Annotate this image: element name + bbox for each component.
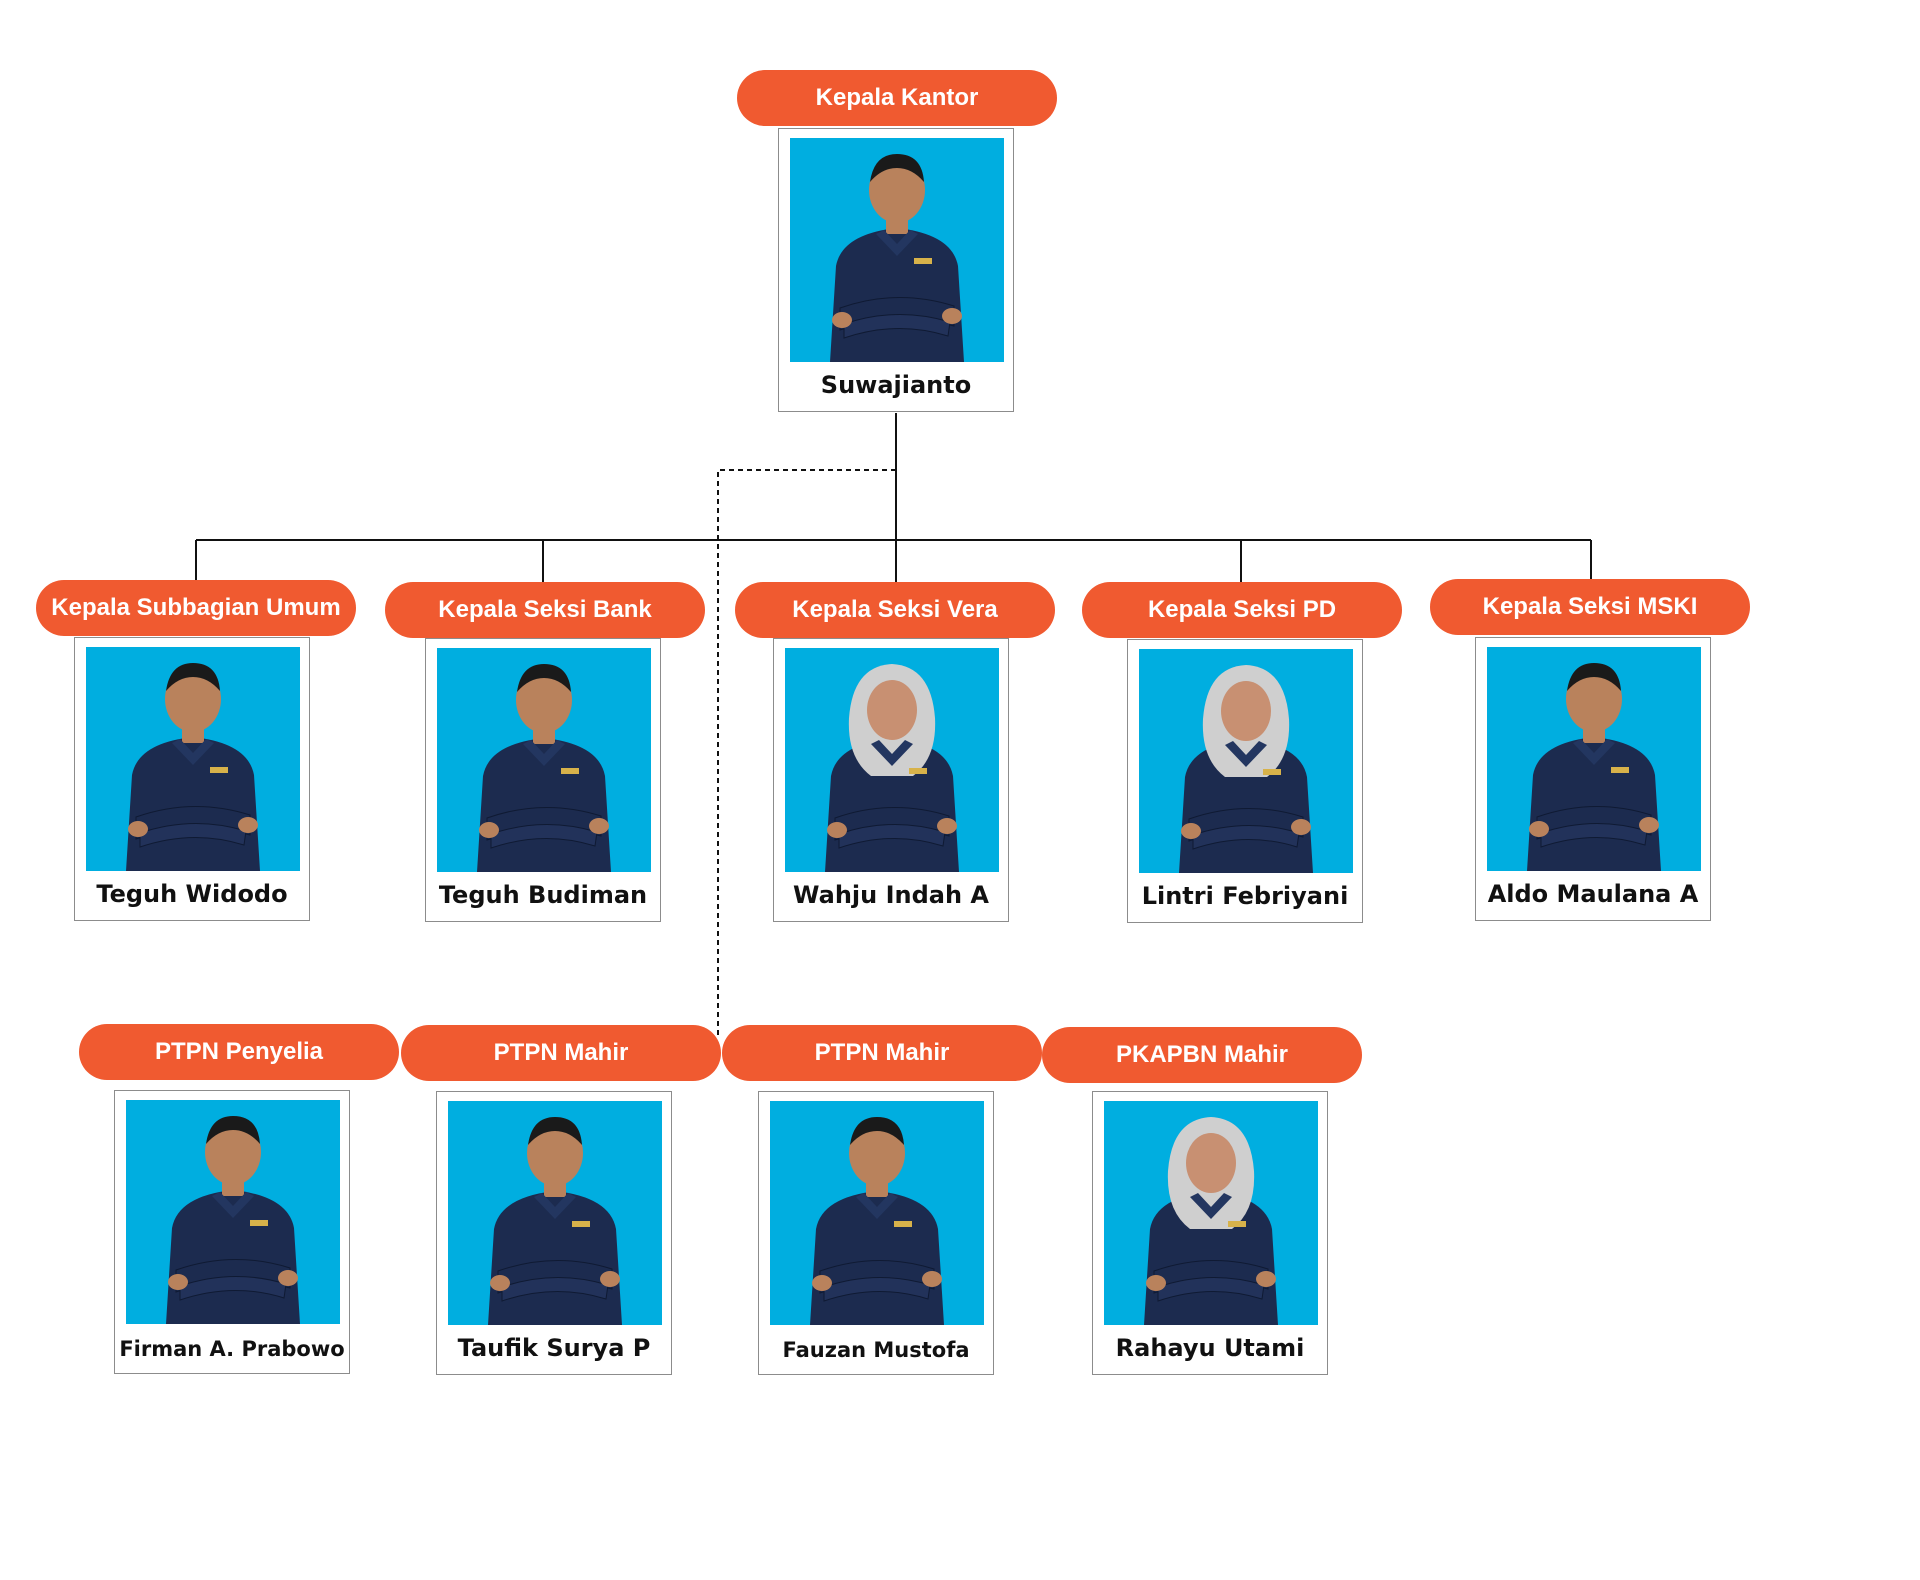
person-name: Teguh Budiman — [438, 881, 648, 909]
person-name: Firman A. Prabowo — [119, 1337, 345, 1361]
person-name: Rahayu Utami — [1115, 1334, 1305, 1362]
role-pill-seksi-vera: Kepala Seksi Vera — [735, 582, 1055, 638]
photo — [790, 138, 1004, 362]
photo — [1104, 1101, 1318, 1325]
person-photo-icon — [825, 664, 959, 872]
person-photo-icon — [126, 663, 260, 871]
person-card-pkapbn-mahir: Rahayu Utami — [1092, 1091, 1328, 1375]
role-pill-ptpn-penyelia: PTPN Penyelia — [79, 1024, 399, 1080]
person-photo-icon — [1144, 1117, 1278, 1325]
person-card-subbagian-umum: Teguh Widodo — [74, 637, 310, 921]
role-pill-ptpn-mahir-1: PTPN Mahir — [401, 1025, 721, 1081]
person-photo-icon — [1527, 663, 1661, 871]
person-photo-icon — [1179, 665, 1313, 873]
person-card-kepala-kantor: Suwajianto — [778, 128, 1014, 412]
photo — [785, 648, 999, 872]
photo — [126, 1100, 340, 1324]
person-card-ptpn-mahir-1: Taufik Surya P — [436, 1091, 672, 1375]
photo — [86, 647, 300, 871]
photo — [1487, 647, 1701, 871]
person-name: Fauzan Mustofa — [782, 1338, 970, 1362]
photo — [448, 1101, 662, 1325]
person-name: Teguh Widodo — [96, 880, 288, 908]
person-card-seksi-pd: Lintri Febriyani — [1127, 639, 1363, 923]
role-pill-subbagian-umum: Kepala Subbagian Umum — [36, 580, 356, 636]
role-pill-pkapbn-mahir: PKAPBN Mahir — [1042, 1027, 1362, 1083]
person-name: Taufik Surya P — [457, 1334, 651, 1362]
person-name: Lintri Febriyani — [1141, 882, 1349, 910]
person-card-seksi-vera: Wahju Indah A — [773, 638, 1009, 922]
person-card-seksi-mski: Aldo Maulana A — [1475, 637, 1711, 921]
person-card-seksi-bank: Teguh Budiman — [425, 638, 661, 922]
photo — [437, 648, 651, 872]
person-photo-icon — [810, 1117, 944, 1325]
person-photo-icon — [830, 154, 964, 362]
role-pill-seksi-bank: Kepala Seksi Bank — [385, 582, 705, 638]
person-name: Suwajianto — [820, 371, 972, 399]
person-photo-icon — [166, 1116, 300, 1324]
photo — [1139, 649, 1353, 873]
person-name: Wahju Indah A — [793, 881, 989, 909]
role-pill-kepala-kantor: Kepala Kantor — [737, 70, 1057, 126]
person-card-ptpn-mahir-2: Fauzan Mustofa — [758, 1091, 994, 1375]
role-pill-ptpn-mahir-2: PTPN Mahir — [722, 1025, 1042, 1081]
photo — [770, 1101, 984, 1325]
person-name: Aldo Maulana A — [1487, 880, 1699, 908]
person-photo-icon — [488, 1117, 622, 1325]
person-photo-icon — [477, 664, 611, 872]
role-pill-seksi-pd: Kepala Seksi PD — [1082, 582, 1402, 638]
person-card-ptpn-penyelia: Firman A. Prabowo — [114, 1090, 350, 1374]
role-pill-seksi-mski: Kepala Seksi MSKI — [1430, 579, 1750, 635]
